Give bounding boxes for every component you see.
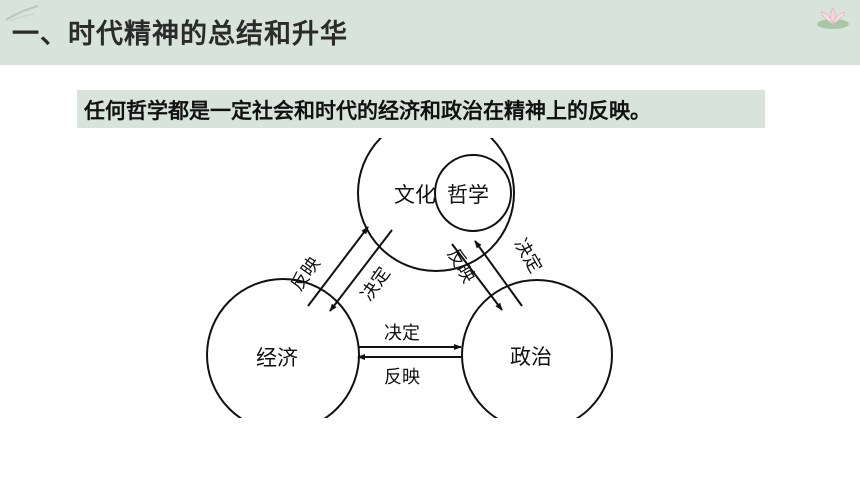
politics-circle <box>461 279 613 418</box>
culture-economy-politics-diagram: 文化 哲学 经济 政治 反映 决定 反映 决定 决定 反映 <box>206 138 613 418</box>
brush-icon <box>5 5 39 22</box>
edge-label-politics-culture-decide: 决定 <box>510 235 546 277</box>
philosophy-circle <box>434 154 512 232</box>
edge-label-politics-economy-reflect: 反映 <box>384 367 420 388</box>
node-economy: 经济 <box>256 346 298 370</box>
node-culture: 文化 <box>394 183 436 207</box>
arrow-culture-to-politics <box>451 243 503 311</box>
culture-circle <box>357 138 515 272</box>
statement-box: 任何哲学都是一定社会和时代的经济和政治在精神上的反映。 <box>77 90 765 128</box>
arrow-culture-to-economy <box>329 229 393 312</box>
node-politics: 政治 <box>510 345 552 369</box>
arrow-politics-to-culture <box>474 240 523 307</box>
edge-label-culture-politics-reflect: 反映 <box>443 245 479 287</box>
arrow-economy-to-culture <box>307 226 369 307</box>
node-philosophy: 哲学 <box>447 183 489 207</box>
page-title: 一、时代精神的总结和升华 <box>12 19 348 50</box>
statement-text: 任何哲学都是一定社会和时代的经济和政治在精神上的反映。 <box>84 99 651 123</box>
header-bar: 一、时代精神的总结和升华 <box>0 0 860 65</box>
lotus-icon <box>817 7 849 29</box>
edge-label-economy-politics-decide: 决定 <box>384 323 420 344</box>
